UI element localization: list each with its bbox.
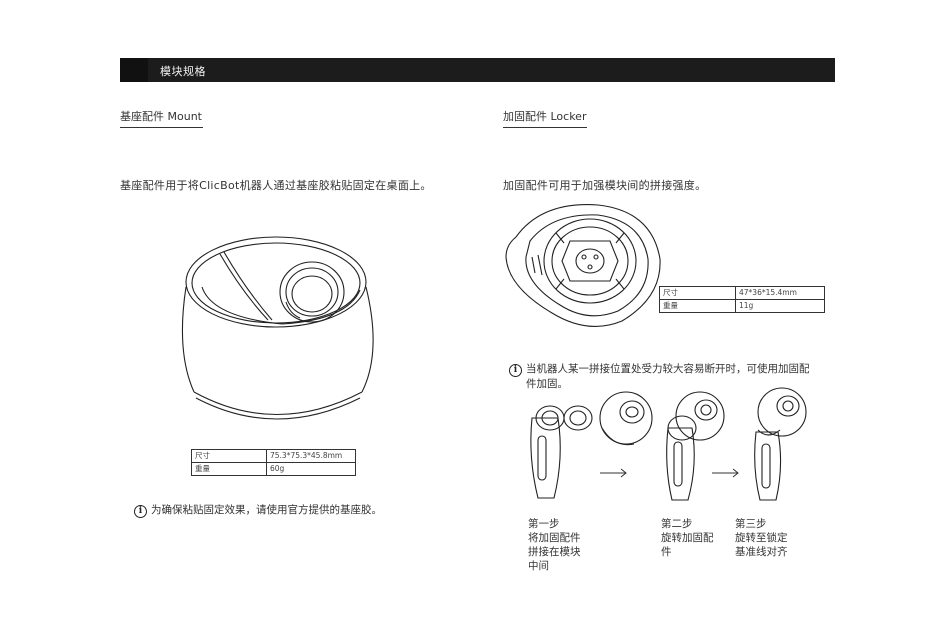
step-3-caption: 第三步 旋转至锁定 基准线对齐 — [735, 517, 788, 559]
locker-title: 加固配件 Locker — [503, 108, 586, 124]
locker-description: 加固配件可用于加强模块间的拼接强度。 — [503, 177, 706, 193]
table-row: 尺寸 75.3*75.3*45.8mm — [192, 450, 356, 463]
header-bar: 模块规格 — [120, 58, 835, 82]
mount-spec-value-size: 75.3*75.3*45.8mm — [267, 450, 356, 463]
step-1-line-1: 将加固配件 — [528, 531, 581, 545]
info-icon: i — [509, 364, 522, 377]
step-3-title: 第三步 — [735, 517, 788, 531]
mount-description: 基座配件用于将ClicBot机器人通过基座胶粘贴固定在桌面上。 — [120, 177, 432, 193]
locker-illustration — [502, 197, 662, 332]
step-2-title: 第二步 — [661, 517, 714, 531]
mount-spec-value-weight: 60g — [267, 463, 356, 476]
locker-spec-value-weight: 11g — [736, 300, 825, 313]
step-1-illustration — [522, 388, 662, 506]
mount-illustration — [172, 232, 382, 432]
step-1-line-2: 拼接在模块 — [528, 545, 581, 559]
step-3-illustration — [744, 384, 814, 504]
step-1-caption: 第一步 将加固配件 拼接在模块 中间 — [528, 517, 581, 573]
table-row: 尺寸 47*36*15.4mm — [660, 287, 825, 300]
step-2-illustration — [660, 388, 730, 506]
mount-spec-label-weight: 重量 — [192, 463, 267, 476]
table-row: 重量 11g — [660, 300, 825, 313]
arrow-right-icon — [600, 468, 628, 478]
step-1-title: 第一步 — [528, 517, 581, 531]
mount-spec-table: 尺寸 75.3*75.3*45.8mm 重量 60g — [191, 449, 356, 476]
mount-note: 为确保粘贴固定效果，请使用官方提供的基座胶。 — [151, 503, 382, 518]
arrow-right-icon — [712, 468, 740, 478]
locker-spec-value-size: 47*36*15.4mm — [736, 287, 825, 300]
page-title: 模块规格 — [160, 63, 206, 79]
step-3-line-1: 旋转至锁定 — [735, 531, 788, 545]
locker-spec-label-weight: 重量 — [660, 300, 736, 313]
mount-title: 基座配件 Mount — [120, 108, 202, 124]
mount-spec-label-size: 尺寸 — [192, 450, 267, 463]
header-notch — [120, 58, 148, 82]
step-1-line-3: 中间 — [528, 559, 581, 573]
locker-title-rule — [503, 127, 587, 128]
table-row: 重量 60g — [192, 463, 356, 476]
locker-spec-table: 尺寸 47*36*15.4mm 重量 11g — [659, 286, 825, 313]
step-2-line-2: 件 — [661, 545, 714, 559]
locker-spec-label-size: 尺寸 — [660, 287, 736, 300]
mount-title-rule — [120, 127, 203, 128]
info-icon: i — [134, 505, 147, 518]
step-2-line-1: 旋转加固配 — [661, 531, 714, 545]
step-3-line-2: 基准线对齐 — [735, 545, 788, 559]
step-2-caption: 第二步 旋转加固配 件 — [661, 517, 714, 559]
locker-note-line-1: 当机器人某一拼接位置处受力较大容易断开时，可使用加固配 — [526, 362, 810, 377]
